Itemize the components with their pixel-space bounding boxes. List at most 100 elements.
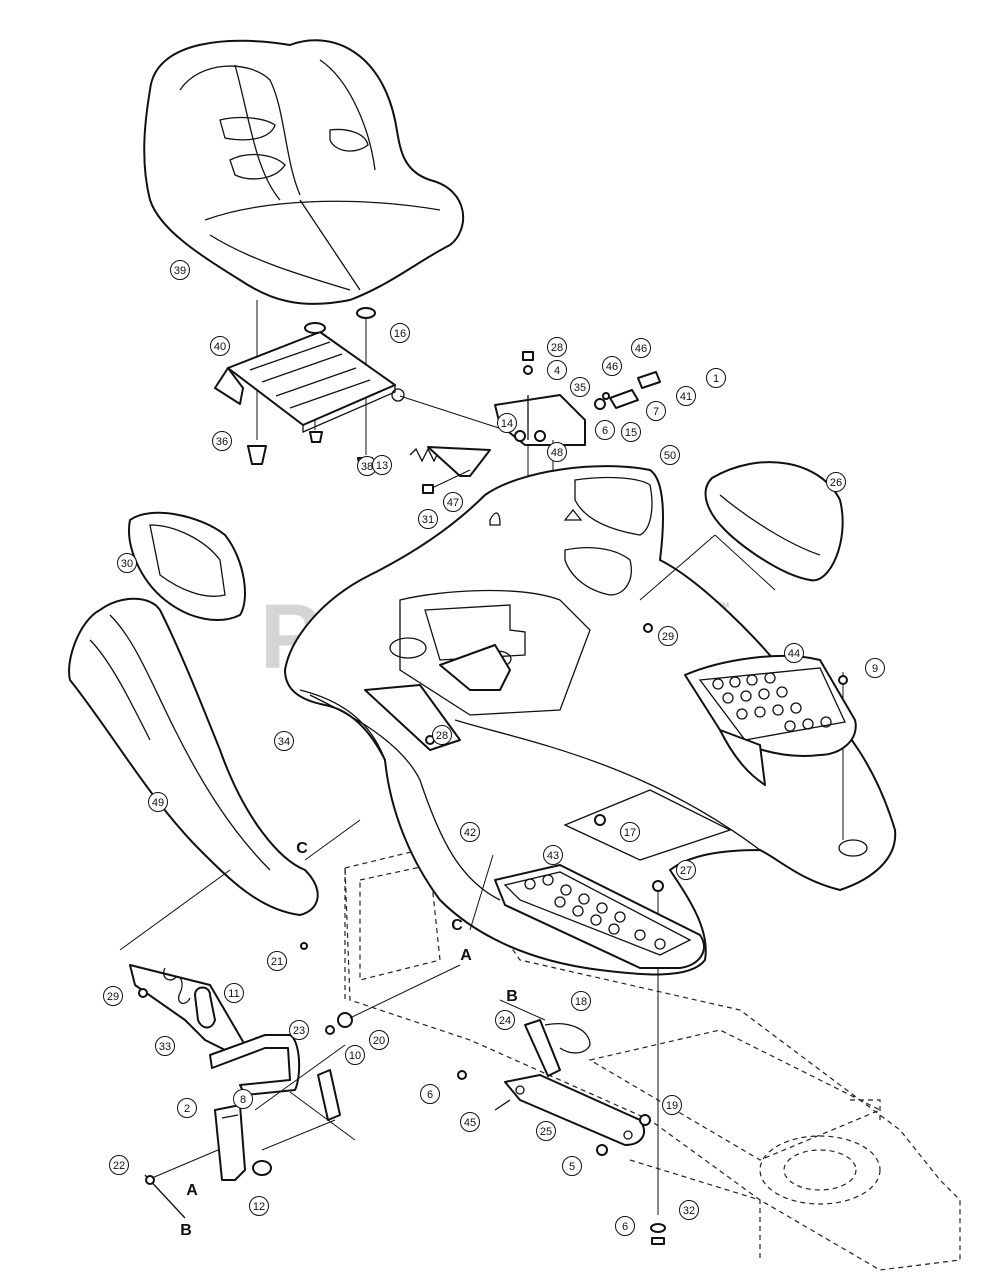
callout-19: 19 bbox=[662, 1095, 682, 1115]
callout-13: 13 bbox=[372, 455, 392, 475]
washer-32 bbox=[650, 1223, 666, 1233]
callout-40: 40 bbox=[210, 336, 230, 356]
callout-circle bbox=[620, 822, 640, 842]
callout-42: 42 bbox=[460, 822, 480, 842]
nut-20 bbox=[337, 1012, 353, 1028]
callout-circle bbox=[497, 413, 517, 433]
callout-circle bbox=[210, 336, 230, 356]
callout-number: 35 bbox=[574, 382, 586, 394]
callout-circle bbox=[706, 368, 726, 388]
callout-circle bbox=[420, 1084, 440, 1104]
callout-circle bbox=[658, 626, 678, 646]
callout-50: 50 bbox=[660, 445, 680, 465]
callout-number: 41 bbox=[680, 391, 692, 403]
callout-9: 9 bbox=[865, 658, 885, 678]
ref-letter-B: B bbox=[506, 988, 518, 1005]
callout-number: 33 bbox=[159, 1041, 171, 1053]
callout-circle bbox=[155, 1036, 175, 1056]
callout-14: 14 bbox=[497, 413, 517, 433]
callout-circle bbox=[547, 442, 567, 462]
nut-19 bbox=[639, 1114, 651, 1126]
callout-44: 44 bbox=[784, 643, 804, 663]
callout-number: 44 bbox=[788, 648, 800, 660]
callout-circle bbox=[595, 420, 615, 440]
callout-20: 20 bbox=[369, 1030, 389, 1050]
callout-30: 30 bbox=[117, 553, 137, 573]
callout-number: 46 bbox=[635, 343, 647, 355]
callout-circle bbox=[432, 725, 452, 745]
callout-48: 48 bbox=[547, 442, 567, 462]
callout-circle bbox=[646, 401, 666, 421]
callout-7: 7 bbox=[646, 401, 666, 421]
callout-2: 2 bbox=[177, 1098, 197, 1118]
callout-number: 4 bbox=[554, 365, 560, 377]
callout-number: 8 bbox=[240, 1094, 246, 1106]
callout-number: 38 bbox=[361, 461, 373, 473]
bushing-12 bbox=[252, 1160, 272, 1176]
callout-number: 46 bbox=[606, 361, 618, 373]
pin-21 bbox=[300, 942, 308, 950]
pin-45 bbox=[494, 1099, 511, 1111]
callout-circle bbox=[289, 1020, 309, 1040]
screw-17 bbox=[594, 814, 606, 826]
callout-circle bbox=[826, 472, 846, 492]
callout-5: 5 bbox=[562, 1156, 582, 1176]
callout-number: 29 bbox=[662, 631, 674, 643]
callout-circle bbox=[543, 845, 563, 865]
callout-circle bbox=[562, 1156, 582, 1176]
callout-number: 47 bbox=[447, 497, 459, 509]
callout-number: 45 bbox=[464, 1117, 476, 1129]
frame-chassis bbox=[344, 844, 961, 1271]
callout-number: 22 bbox=[113, 1160, 125, 1172]
callout-circle bbox=[148, 792, 168, 812]
callout-circle bbox=[233, 1089, 253, 1109]
callout-45: 45 bbox=[460, 1112, 480, 1132]
callout-number: 11 bbox=[228, 988, 239, 1000]
callout-35: 35 bbox=[570, 377, 590, 397]
callout-number: 2 bbox=[184, 1103, 190, 1115]
callout-number: 20 bbox=[373, 1035, 385, 1047]
left-console bbox=[68, 597, 319, 916]
callout-number: 14 bbox=[501, 418, 513, 430]
callout-number: 48 bbox=[551, 447, 563, 459]
callout-circle bbox=[170, 260, 190, 280]
knob-36 bbox=[247, 445, 267, 465]
left-armrest bbox=[128, 511, 246, 621]
callout-number: 28 bbox=[551, 342, 563, 354]
callout-6: 6 bbox=[595, 420, 615, 440]
callout-32: 32 bbox=[679, 1200, 699, 1220]
nut-29a bbox=[643, 623, 653, 633]
callout-circle bbox=[662, 1095, 682, 1115]
callout-number: 43 bbox=[547, 850, 559, 862]
callout-circle bbox=[679, 1200, 699, 1220]
callout-circle bbox=[103, 986, 123, 1006]
callout-number: 7 bbox=[653, 406, 659, 418]
callout-34: 34 bbox=[274, 731, 294, 751]
callout-number: 26 bbox=[830, 477, 842, 489]
callout-circle bbox=[495, 1010, 515, 1030]
callout-circle bbox=[676, 386, 696, 406]
callout-1: 1 bbox=[706, 368, 726, 388]
callout-43: 43 bbox=[543, 845, 563, 865]
fender bbox=[284, 465, 897, 976]
cable-18 bbox=[544, 1023, 591, 1054]
callout-33: 33 bbox=[155, 1036, 175, 1056]
callout-number: 42 bbox=[464, 827, 476, 839]
callout-number: 16 bbox=[394, 328, 406, 340]
callout-36: 36 bbox=[212, 431, 232, 451]
callout-circle bbox=[547, 360, 567, 380]
callout-4: 4 bbox=[547, 360, 567, 380]
seat bbox=[143, 39, 464, 305]
washer-16 bbox=[356, 307, 376, 319]
washer-seat bbox=[304, 322, 326, 334]
ref-letter-C: C bbox=[451, 917, 463, 934]
callout-29: 29 bbox=[658, 626, 678, 646]
callout-circle bbox=[865, 658, 885, 678]
callout-39: 39 bbox=[170, 260, 190, 280]
callout-number: 32 bbox=[683, 1205, 695, 1217]
callout-circle bbox=[460, 822, 480, 842]
callout-circle bbox=[274, 731, 294, 751]
ref-letter-C: C bbox=[296, 840, 308, 857]
callout-49: 49 bbox=[148, 792, 168, 812]
callout-circle bbox=[631, 338, 651, 358]
